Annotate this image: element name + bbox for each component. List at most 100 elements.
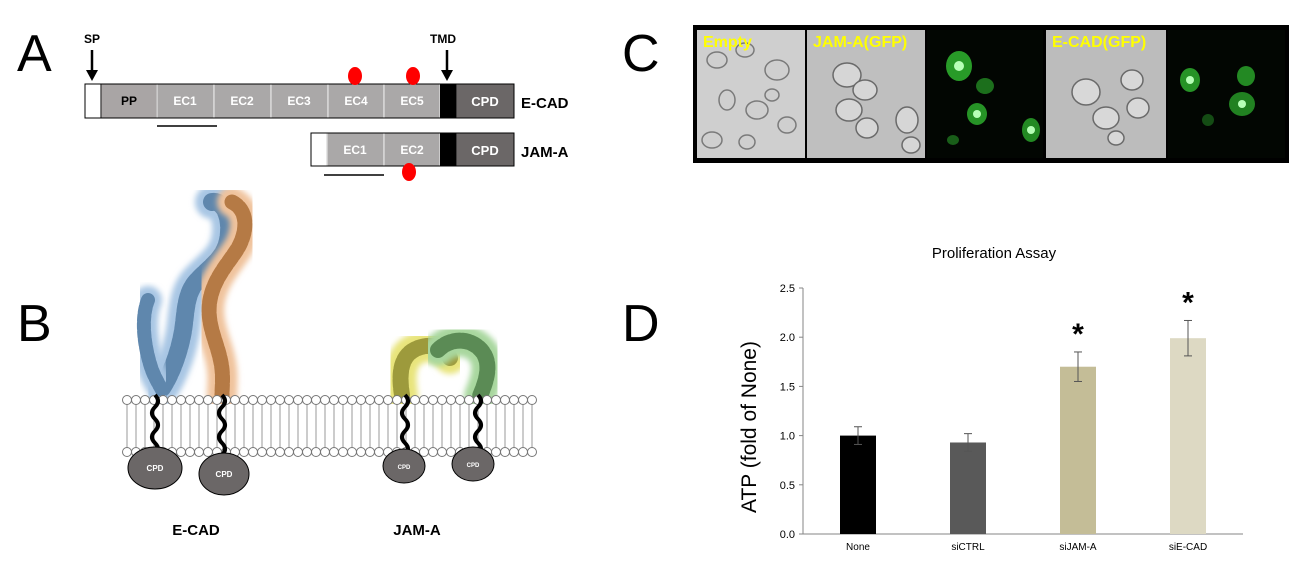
lipid-head [465,396,474,405]
lipid-head [312,448,321,457]
sp-label: SP [84,32,100,46]
jama-structure-label: JAM-A [393,522,441,539]
lipid-head [330,396,339,405]
lipid-head [132,396,141,405]
microscopy-label-empty: Empty [703,34,752,52]
y-tick-label: 0.5 [780,480,795,492]
bars: NonesiCTRLsiJAM-A*siE-CAD* [840,286,1207,553]
microscopy-tile-empty: Empty [697,30,805,158]
lipid-head [384,396,393,405]
lipid-head [123,448,132,457]
y-ticks: 0.00.51.01.52.02.5 [780,283,803,541]
lipid-head [492,448,501,457]
lipid-head [186,448,195,457]
lipid-head [375,396,384,405]
lipid-head [186,396,195,405]
lipid-head [303,396,312,405]
y-tick-label: 1.5 [780,381,795,393]
ecad-tmd-domain [440,84,456,118]
sp-arrowhead [86,70,98,81]
proliferation-bar-chart: Proliferation Assay ATP (fold of None) 0… [728,238,1268,560]
lipid-head [240,448,249,457]
lipid-head [456,396,465,405]
microscopy-label-jama: JAM-A(GFP) [813,34,907,52]
lipid-head [177,396,186,405]
ecad-ec4-label: EC4 [344,94,368,108]
y-tick-label: 2.0 [780,332,795,344]
lipid-head [420,396,429,405]
lipid-head [339,396,348,405]
x-tick-label: siE-CAD [1169,542,1207,553]
lipid-head [204,396,213,405]
microscopy-tile-jama-fluorescence [927,30,1043,158]
lipid-head [285,396,294,405]
lipid-head [249,396,258,405]
bar [1170,338,1206,534]
lipid-head [204,448,213,457]
y-tick-label: 1.0 [780,431,795,443]
microscopy-tile-jama-brightfield: JAM-A(GFP) [807,30,925,158]
lipid-head [321,396,330,405]
lipid-head [294,448,303,457]
lipid-head [267,396,276,405]
lipid-head [528,396,537,405]
lipid-head [339,448,348,457]
ecad-site-ec4 [348,67,362,85]
ecad-cpd-label: CPD [471,94,498,109]
ecad-ec2-label: EC2 [230,94,254,108]
lipid-head [366,396,375,405]
microscopy-tile-ecad-brightfield: E-CAD(GFP) [1046,30,1166,158]
fluorescence-cells-jama [927,30,1043,158]
jama-site-ec2 [402,163,416,181]
lipid-head [240,396,249,405]
ecad-structure-label: E-CAD [172,522,220,539]
jama-name: JAM-A [521,144,569,161]
significance-marker: * [1072,318,1084,351]
lipid-head [231,396,240,405]
lipid-head [510,396,519,405]
jama-tmd-domain [440,133,456,166]
bar [840,436,876,534]
x-tick-label: siJAM-A [1059,542,1097,553]
ecad-pp-label: PP [121,94,137,108]
significance-marker: * [1182,286,1194,319]
lipid-head [330,448,339,457]
panel-letter-c: C [622,28,660,80]
microscopy-label-ecad: E-CAD(GFP) [1052,34,1146,52]
lipid-head [492,396,501,405]
lipid-head [267,448,276,457]
tmd-arrowhead [441,70,453,81]
lipid-head [447,396,456,405]
lipid-head [510,448,519,457]
microscopy-tile-ecad-fluorescence [1168,30,1285,158]
chart-title: Proliferation Assay [932,245,1057,262]
lipid-head [276,396,285,405]
ecad-signal-peptide [85,84,101,118]
bar [1060,367,1096,534]
ecad-ec3-label: EC3 [287,94,311,108]
lipid-head [375,448,384,457]
lipid-head [483,396,492,405]
lipid-head [348,448,357,457]
ecad-name: E-CAD [521,95,569,112]
lipid-head [447,448,456,457]
lipid-head [321,448,330,457]
lipid-head [411,396,420,405]
panel-letter-d: D [622,298,660,350]
lipid-head [366,448,375,457]
lipid-head [393,396,402,405]
ecad-site-ec5 [406,67,420,85]
jama-cpd-1-label: CPD [398,465,411,471]
lipid-head [357,448,366,457]
lipid-head [429,396,438,405]
lipid-head [438,448,447,457]
lipid-head [213,396,222,405]
y-tick-label: 0.0 [780,529,795,541]
lipid-head [519,448,528,457]
lipid-head [312,396,321,405]
lipid-head [528,448,537,457]
lipid-head [195,448,204,457]
lipid-head [177,448,186,457]
lipid-head [303,448,312,457]
ecad-cpd-1-label: CPD [147,464,164,473]
